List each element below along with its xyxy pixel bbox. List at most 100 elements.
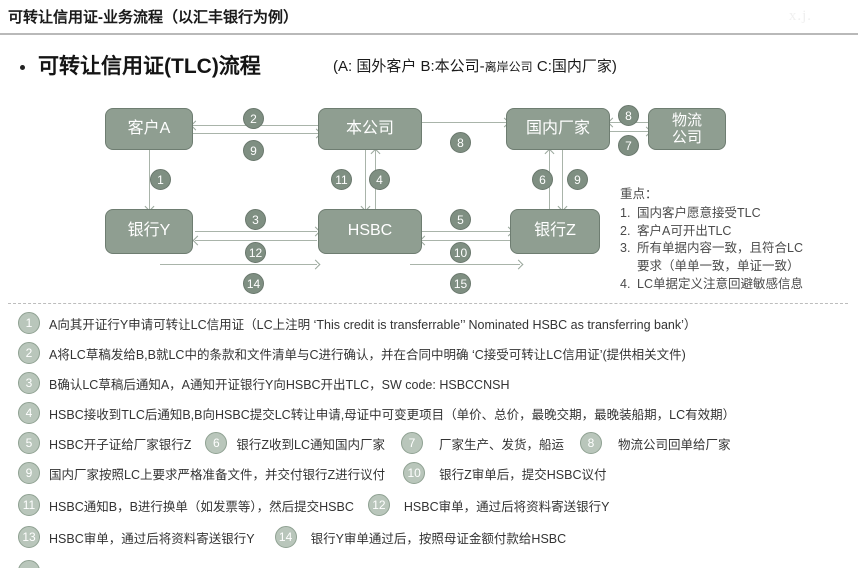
bullet-dot-icon [20, 65, 25, 70]
badge-step-3: 3 [245, 209, 266, 230]
node-domestic-factory[interactable]: 国内厂家 [506, 108, 610, 150]
legend-part-small: 离岸公司 [484, 60, 533, 74]
node-bank-y[interactable]: 银行Y [105, 209, 193, 254]
connector-9-line [193, 133, 318, 134]
key-point-2-text: 客户A可开出TLC [637, 223, 732, 238]
step-item-13[interactable]: 13 HSBC审单，通过后将资料寄送银行Y [18, 526, 255, 548]
key-point-1-number: 1. [620, 205, 631, 220]
node-domestic-factory-label: 国内厂家 [525, 119, 590, 137]
key-point-3-continuation: 要求（单单一致，单证一致） [637, 259, 800, 273]
node-logistics-company[interactable]: 物流 公司 [648, 108, 726, 150]
connector-5-line [422, 231, 510, 232]
legend-text: (A: 国外客户 B:本公司-离岸公司 C:国内厂家) [333, 55, 617, 76]
connector-7-line [610, 131, 648, 132]
step-7-number: 7 [401, 432, 423, 454]
step-1-text: A向其开证行Y申请可转让LC信用证（LC上注明 ‘This credit is … [49, 317, 697, 332]
node-bank-y-label: 银行Y [127, 222, 171, 240]
subtitle-heading: 可转让信用证(TLC)流程 [38, 55, 261, 78]
key-point-1-text: 国内客户愿意接受TLC [637, 205, 761, 220]
step-11-number: 11 [18, 494, 40, 516]
step-item-9[interactable]: 9 国内厂家按照LC上要求严格准备文件，并交付银行Z进行议付 [18, 462, 385, 484]
connector-11-line [365, 150, 366, 209]
key-points-panel: 重点： 1. 国内客户愿意接受TLC 2. 客户A可开出TLC 3. 所有单据内… [620, 186, 803, 294]
page-title: 可转让信用证-业务流程（以汇丰银行为例） [8, 8, 298, 26]
node-hsbc[interactable]: HSBC [318, 209, 422, 254]
step-item-6[interactable]: 6 银行Z收到LC通知国内厂家 [205, 432, 385, 454]
badge-step-1: 1 [150, 169, 171, 190]
header-bar: 可转让信用证-业务流程（以汇丰银行为例） [0, 0, 858, 32]
step-item-11[interactable]: 11 HSBC通知B，B进行换单（如发票等），然后提交HSBC [18, 494, 354, 516]
key-point-3: 3. 所有单据内容一致，且符合LC [620, 240, 803, 258]
step-10-number: 10 [403, 462, 426, 484]
key-point-1: 1. 国内客户愿意接受TLC [620, 205, 803, 223]
step-row-4: 4 HSBC接收到TLC后通知B,B向HSBC提交LC转让申请,母证中可变更项目… [18, 402, 735, 424]
step-item-10[interactable]: 10 银行Z审单后，提交HSBC议付 [403, 462, 607, 484]
badge-step-2: 2 [243, 108, 264, 129]
connector-3-line [195, 231, 317, 232]
step-9-number: 9 [18, 462, 40, 484]
step-9-text: 国内厂家按照LC上要求严格准备文件，并交付银行Z进行议付 [49, 467, 386, 482]
step-item-1[interactable]: 1 A向其开证行Y申请可转让LC信用证（LC上注明 ‘This credit i… [18, 312, 696, 334]
connector-15-line [410, 264, 520, 265]
badge-step-15: 15 [450, 273, 471, 294]
step-14-text: 银行Y审单通过后，按照母证金额付款给HSBC [310, 531, 567, 546]
badge-step-4: 4 [369, 169, 390, 190]
step-10-text: 银行Z审单后，提交HSBC议付 [439, 467, 607, 482]
step-row-2: 2 A将LC草稿发给B,B就LC中的条款和文件清单与C进行确认，并在合同中明确 … [18, 342, 686, 364]
step-8-number: 8 [580, 432, 603, 454]
header-divider [0, 33, 858, 35]
node-bank-z[interactable]: 银行Z [510, 209, 600, 254]
connector-8a-line [422, 122, 506, 123]
step-3-text: B确认LC草稿后通知A，A通知开证银行Y向HSBC开出TLC，SW code: … [49, 377, 510, 392]
step-item-3[interactable]: 3 B确认LC草稿后通知A，A通知开证银行Y向HSBC开出TLC，SW code… [18, 372, 509, 394]
node-our-company[interactable]: 本公司 [318, 108, 422, 150]
badge-step-14: 14 [243, 273, 264, 294]
connector-9b-line [562, 150, 563, 209]
step-item-14[interactable]: 14 银行Y审单通过后，按照母证金额付款给HSBC [274, 526, 567, 548]
step-item-5[interactable]: 5 HSBC开子证给厂家银行Z [18, 432, 191, 454]
legend-part-a: (A: 国外客户 B:本公司- [333, 58, 485, 75]
subtitle-row: 可转让信用证(TLC)流程 (A: 国外客户 B:本公司-离岸公司 C:国内厂家… [0, 50, 858, 86]
step-2-text: A将LC草稿发给B,B就LC中的条款和文件清单与C进行确认，并在合同中明确 ‘C… [49, 347, 686, 362]
step-4-number: 4 [18, 402, 40, 424]
connector-10-line [422, 240, 510, 241]
key-point-4-number: 4. [620, 276, 631, 291]
connector-1-line [149, 150, 150, 209]
connector-14-line [160, 264, 317, 265]
step-6-number: 6 [205, 432, 228, 454]
step-12-number: 12 [367, 494, 390, 516]
node-hsbc-label: HSBC [347, 222, 393, 240]
node-customer-a[interactable]: 客户A [105, 108, 193, 150]
step-4-text: HSBC接收到TLC后通知B,B向HSBC提交LC转让申请,母证中可变更项目（单… [49, 407, 736, 422]
key-points-title: 重点： [620, 187, 658, 201]
badge-step-7: 7 [618, 135, 639, 156]
step-item-4[interactable]: 4 HSBC接收到TLC后通知B,B向HSBC提交LC转让申请,母证中可变更项目… [18, 402, 735, 424]
step-item-7[interactable]: 7 厂家生产、发货，船运 [401, 432, 564, 454]
watermark: x.j. [788, 8, 812, 24]
node-bank-z-label: 银行Z [534, 222, 576, 240]
step-row-13: 13 HSBC审单，通过后将资料寄送银行Y 14 银行Y审单通过后，按照母证金额… [18, 526, 566, 548]
step-13-number: 13 [18, 526, 40, 548]
step-13-text: HSBC审单，通过后将资料寄送银行Y [49, 531, 255, 546]
node-logistics-line2: 公司 [671, 129, 702, 146]
step-row-3: 3 B确认LC草稿后通知A，A通知开证银行Y向HSBC开出TLC，SW code… [18, 372, 509, 394]
step-item-2[interactable]: 2 A将LC草稿发给B,B就LC中的条款和文件清单与C进行确认，并在合同中明确 … [18, 342, 686, 364]
step-row-5: 5 HSBC开子证给厂家银行Z 6 银行Z收到LC通知国内厂家 7 厂家生产、发… [18, 432, 731, 454]
step-1-number: 1 [18, 312, 40, 334]
step-3-number: 3 [18, 372, 40, 394]
node-logistics-line1: 物流 [671, 111, 702, 129]
step-15-partial-circle[interactable] [18, 560, 40, 568]
badge-step-9b: 9 [567, 169, 588, 190]
badge-step-8b: 8 [618, 105, 639, 126]
connector-15-arrowhead [513, 259, 524, 270]
badge-step-8a: 8 [450, 132, 471, 153]
step-item-8[interactable]: 8 物流公司回单给厂家 [580, 432, 731, 454]
node-customer-a-label: 客户A [127, 119, 171, 137]
badge-step-5: 5 [450, 209, 471, 230]
badge-step-10: 10 [450, 242, 471, 263]
step-item-12[interactable]: 12 HSBC审单，通过后将资料寄送银行Y [367, 494, 609, 516]
connector-12-line [195, 240, 317, 241]
flow-diagram: 客户A 本公司 国内厂家 物流 公司 银行Y HSBC 银行Z 2 9 8 8 … [0, 96, 858, 296]
connector-12-arrowhead [192, 235, 203, 246]
